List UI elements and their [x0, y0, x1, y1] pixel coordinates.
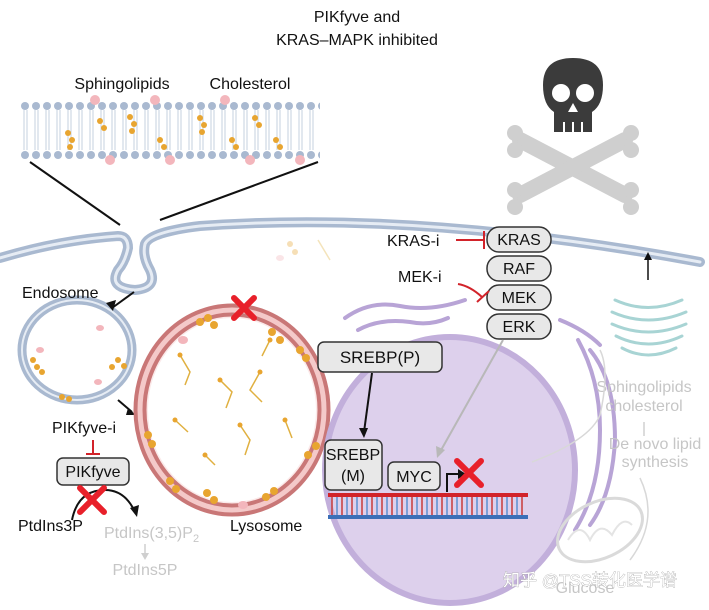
cell-membrane — [0, 217, 705, 296]
mitochondrion-icon — [556, 496, 644, 564]
mapk-pathway: KRAS RAF MEK ERK KRAS-i MEK-i — [387, 226, 552, 340]
glucose-label: Glucose — [556, 580, 615, 597]
arrow-glucose-to-synthesis — [629, 477, 649, 561]
red-x-icon — [77, 485, 107, 515]
ptdins3p-label: PtdIns3P — [18, 518, 83, 535]
cholesterol-label: Cholesterol — [210, 76, 291, 93]
golgi-icon — [610, 298, 688, 357]
endosome-label: Endosome — [22, 285, 99, 302]
endoplasmic-reticulum — [343, 298, 618, 532]
raf-box — [486, 255, 552, 282]
kras-inhibitor-label: KRAS-i — [387, 233, 439, 250]
zoom-line-left — [29, 161, 121, 226]
sphingolipid-heads — [90, 95, 305, 165]
srebp-p-box: SREBP(P) — [317, 341, 443, 373]
myc-box: MYC — [387, 461, 441, 491]
srebp-m-label-2: (M) — [341, 468, 365, 485]
zoom-line-right — [159, 161, 319, 221]
lysosome — [133, 303, 331, 517]
pikfyve-label: PIKfyve — [65, 464, 120, 481]
lysosome-label: Lysosome — [230, 518, 302, 535]
arrow-endocytosis — [111, 291, 135, 309]
kras-box — [486, 226, 552, 253]
arrow-ptdins3p-conversion — [71, 488, 136, 521]
de-novo-line-2: synthesis — [622, 454, 689, 471]
kras-label: KRAS — [497, 232, 541, 249]
cytoplasm-lipids — [276, 239, 331, 261]
skull-crossbones-icon — [507, 58, 639, 215]
mek-inhibitor-label: MEK-i — [398, 269, 442, 286]
transcription-start-arrow — [446, 473, 460, 492]
sphingo-chol-line-1: Sphingolipids — [596, 379, 691, 396]
endosome — [17, 295, 137, 405]
mek-box — [486, 284, 552, 311]
sphingolipids-label: Sphingolipids — [74, 76, 169, 93]
ptdins5p-label: PtdIns5P — [113, 562, 178, 579]
watermark-text: 知乎 @TSS转化医学谱 — [503, 571, 677, 590]
red-x-icon — [231, 295, 257, 321]
pikfyve-box: PIKfyve — [56, 457, 130, 486]
ptdins35p2-subscript: 2 — [193, 533, 199, 545]
de-novo-line-1: De novo lipid — [609, 436, 702, 453]
arrow-erk-to-myc — [439, 339, 504, 453]
membrane-inset: Sphingolipids Cholesterol — [20, 76, 320, 226]
myc-label: MYC — [396, 469, 432, 486]
srebp-m-box: SREBP (M) — [324, 439, 383, 491]
cholesterol-molecules — [65, 114, 283, 150]
arrow-srebp-cleavage — [363, 372, 373, 433]
raf-label: RAF — [503, 261, 535, 278]
mek-inhibition-line — [457, 283, 483, 298]
arrow-myc-to-synthesis — [531, 349, 606, 463]
erk-label: ERK — [503, 319, 536, 336]
ptdins35p2-main: PtdIns(3,5)P — [104, 525, 193, 542]
sphingo-chol-line-2: cholesterol — [605, 398, 682, 415]
pikfyve-inhibitor-label: PIKfyve-i — [52, 420, 116, 437]
mek-label: MEK — [502, 290, 537, 307]
title-line-2: KRAS–MAPK inhibited — [276, 32, 438, 49]
srebp-p-label: SREBP(P) — [340, 348, 420, 367]
erk-box — [486, 313, 552, 340]
red-x-icon — [454, 458, 484, 488]
srebp-m-label-1: SREBP — [326, 447, 380, 464]
dna-icon — [328, 493, 528, 519]
lipid-bilayer — [20, 100, 320, 160]
title-line-1: PIKfyve and — [314, 9, 400, 26]
ptdins35p2-label: PtdIns(3,5)P2 — [104, 525, 199, 545]
